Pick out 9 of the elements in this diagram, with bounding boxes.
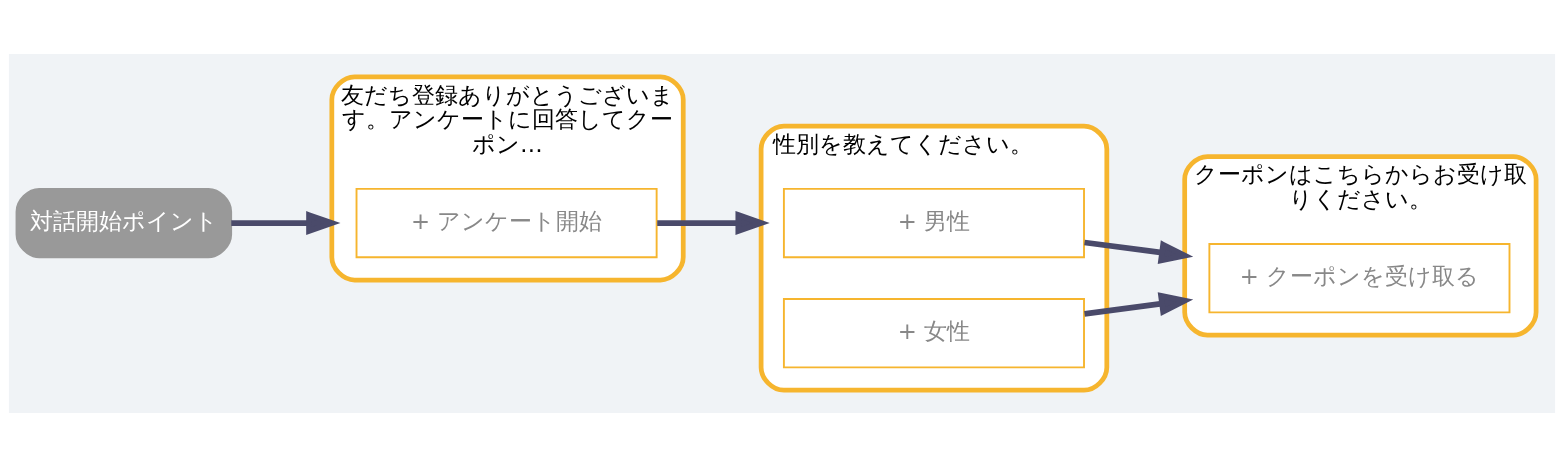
arrow bbox=[1084, 239, 1194, 265]
arrow bbox=[231, 211, 341, 236]
arrow bbox=[657, 211, 770, 236]
node-box: + アンケート開始 bbox=[355, 187, 658, 259]
node-box: + 男性 bbox=[782, 187, 1085, 259]
node-box: + 女性 bbox=[782, 298, 1085, 369]
arrow bbox=[1084, 292, 1194, 317]
node-box: 対話開始ポイント bbox=[15, 187, 233, 259]
node-box: + クーポンを受け取る bbox=[1208, 243, 1511, 314]
